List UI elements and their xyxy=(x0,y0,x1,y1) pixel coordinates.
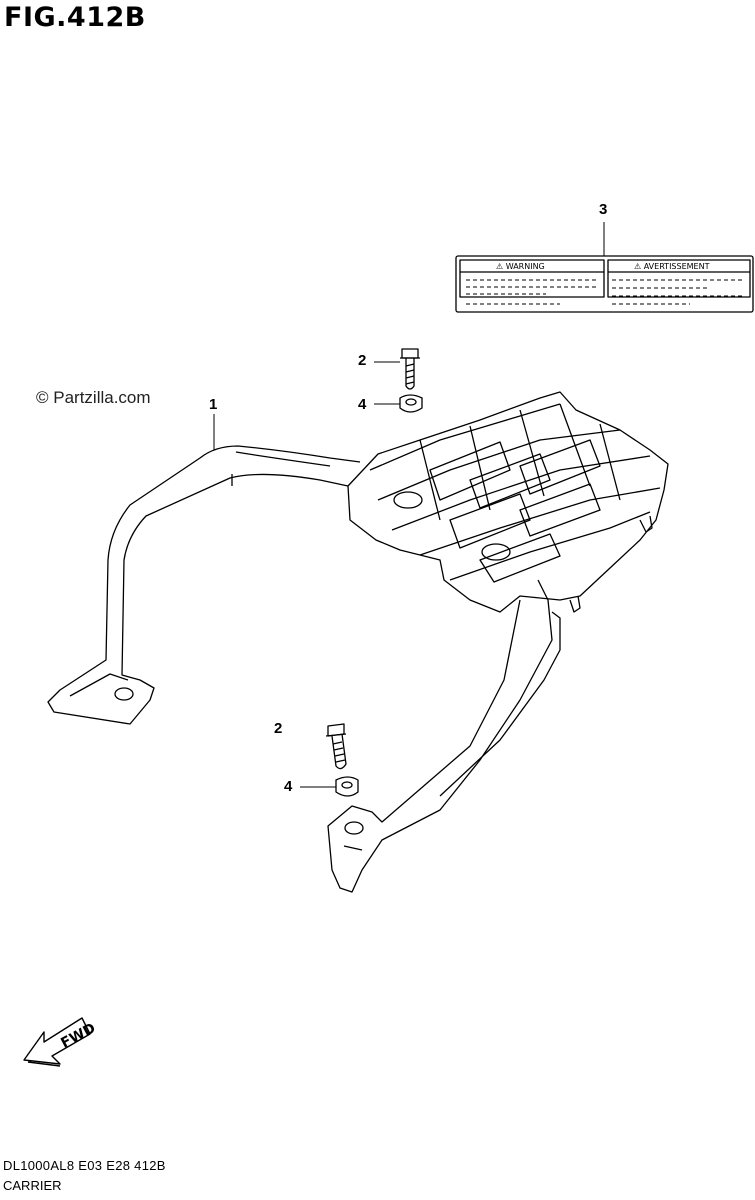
washer-bottom xyxy=(335,776,359,797)
callout-1: 1 xyxy=(209,396,218,413)
callout-2-top: 2 xyxy=(358,352,367,369)
callout-3: 3 xyxy=(599,201,608,218)
bolt-bottom xyxy=(325,723,347,770)
callout-4-top: 4 xyxy=(358,396,367,413)
callout-2-bottom: 2 xyxy=(274,720,283,737)
warning-heading: ⚠ WARNING xyxy=(496,262,545,271)
callout-4-bottom: 4 xyxy=(284,778,293,795)
figure-title: FIG.412B xyxy=(4,2,146,33)
avertissement-heading: ⚠ AVERTISSEMENT xyxy=(634,262,710,271)
carrier-left-arm xyxy=(47,445,361,725)
footer-name: CARRIER xyxy=(3,1178,62,1193)
watermark: © Partzilla.com xyxy=(36,388,151,407)
footer-code: DL1000AL8 E03 E28 412B xyxy=(3,1158,166,1173)
washer-top xyxy=(399,394,423,413)
carrier-right-arm xyxy=(327,579,561,893)
carrier-rack xyxy=(347,391,669,613)
bolt-top xyxy=(400,348,420,390)
fwd-arrow-icon xyxy=(23,1017,91,1067)
